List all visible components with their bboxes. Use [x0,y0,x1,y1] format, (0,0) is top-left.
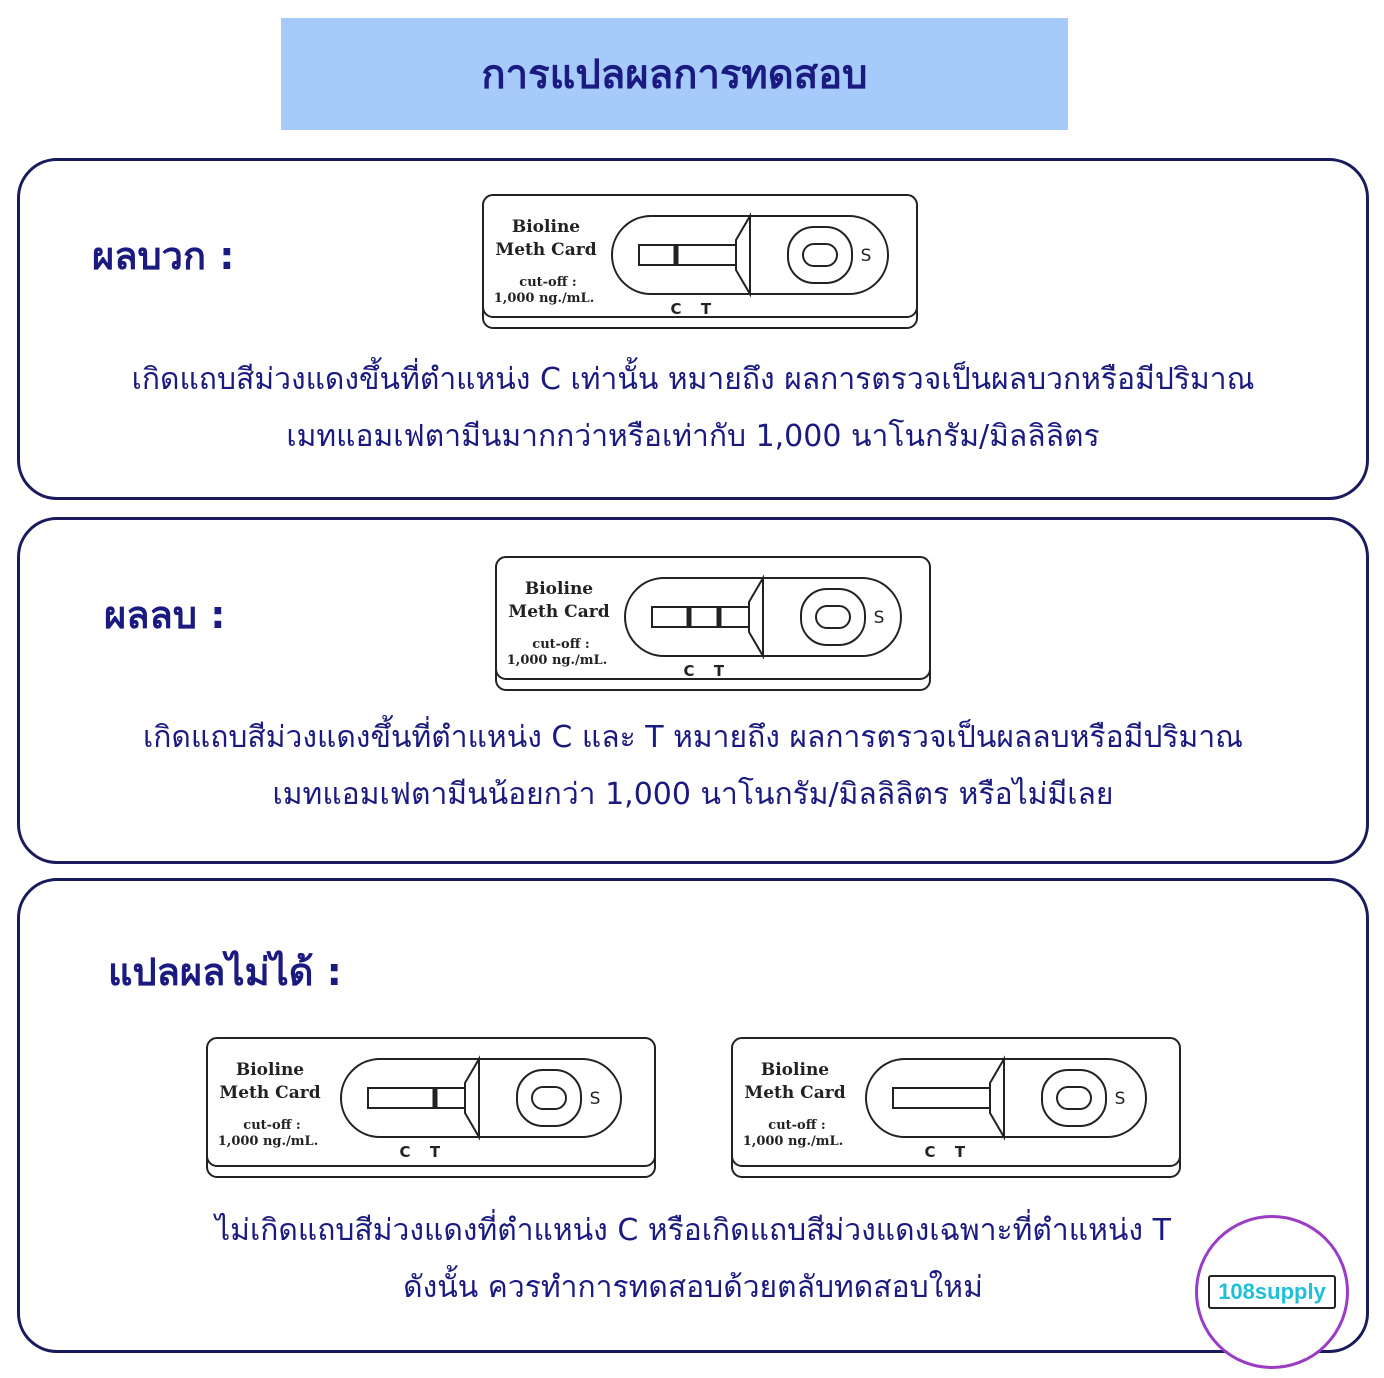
test-strip [638,244,737,266]
brand-line-2: Meth Card [495,240,596,260]
test-label: T [430,1143,441,1161]
brand-line-1: Bioline [236,1060,304,1080]
invalid-line-2: ดังนั้น ควรทำการทดสอบด้วยตลับทดสอบใหม่ [403,1270,983,1305]
cutoff-line-2: 1,000 ng./mL. [743,1134,843,1149]
control-label: C [399,1143,410,1161]
cutoff-line-2: 1,000 ng./mL. [494,291,594,306]
sample-label: S [861,246,872,266]
brand-line-1: Bioline [525,579,593,599]
negative-description: เกิดแถบสีม่วงแดงขึ้นที่ตำแหน่ง C และ T ห… [20,709,1366,823]
negative-line-1: เกิดแถบสีม่วงแดงขึ้นที่ตำแหน่ง C และ T ห… [142,720,1244,755]
test-label: T [955,1143,966,1161]
control-band [673,245,679,265]
cutoff-line-1: cut-off : [243,1118,300,1133]
brand-line-2: Meth Card [508,602,609,622]
sample-well-inner [1056,1086,1092,1110]
sample-well-inner [802,243,838,267]
test-label: T [701,300,712,318]
brand-line-2: Meth Card [219,1083,320,1103]
brand-line-1: Bioline [761,1060,829,1080]
sample-label: S [874,608,885,628]
positive-line-1: เกิดแถบสีม่วงแดงขึ้นที่ตำแหน่ง C เท่านั้… [131,362,1255,397]
positive-heading: ผลบวก : [92,234,235,278]
invalid-heading: แปลผลไม่ได้ : [108,950,342,994]
sample-well-inner [531,1086,567,1110]
positive-line-2: เมทแอมเฟตามีนมากกว่าหรือเท่ากับ 1,000 นา… [286,419,1100,454]
brand-logo-text: 108supply [1208,1275,1336,1309]
sample-label: S [1115,1089,1126,1109]
page-title: การแปลผลการทดสอบ [481,52,868,98]
control-label: C [683,662,694,680]
test-strip [367,1087,466,1109]
sample-label: S [590,1089,601,1109]
control-label: C [924,1143,935,1161]
test-strip [892,1087,991,1109]
cutoff-line-1: cut-off : [519,275,576,290]
test-strip [651,606,750,628]
cutoff-line-2: 1,000 ng./mL. [507,653,607,668]
control-band [686,607,692,627]
cutoff-line-1: cut-off : [768,1118,825,1133]
brand-logo: 108supply [1195,1215,1349,1369]
invalid-line-1: ไม่เกิดแถบสีม่วงแดงที่ตำแหน่ง C หรือเกิด… [215,1213,1171,1248]
positive-description: เกิดแถบสีม่วงแดงขึ้นที่ตำแหน่ง C เท่านั้… [20,351,1366,465]
title-banner: การแปลผลการทดสอบ [281,18,1068,130]
test-band [716,607,722,627]
control-label: C [670,300,681,318]
brand-line-2: Meth Card [744,1083,845,1103]
negative-heading: ผลลบ : [104,593,226,637]
cutoff-line-1: cut-off : [532,637,589,652]
test-label: T [714,662,725,680]
brand-line-1: Bioline [512,217,580,237]
test-band [432,1088,438,1108]
cutoff-line-2: 1,000 ng./mL. [218,1134,318,1149]
negative-line-2: เมทแอมเฟตามีนน้อยกว่า 1,000 นาโนกรัม/มิล… [272,777,1114,812]
sample-well-inner [815,605,851,629]
invalid-description: ไม่เกิดแถบสีม่วงแดงที่ตำแหน่ง C หรือเกิด… [20,1202,1366,1316]
